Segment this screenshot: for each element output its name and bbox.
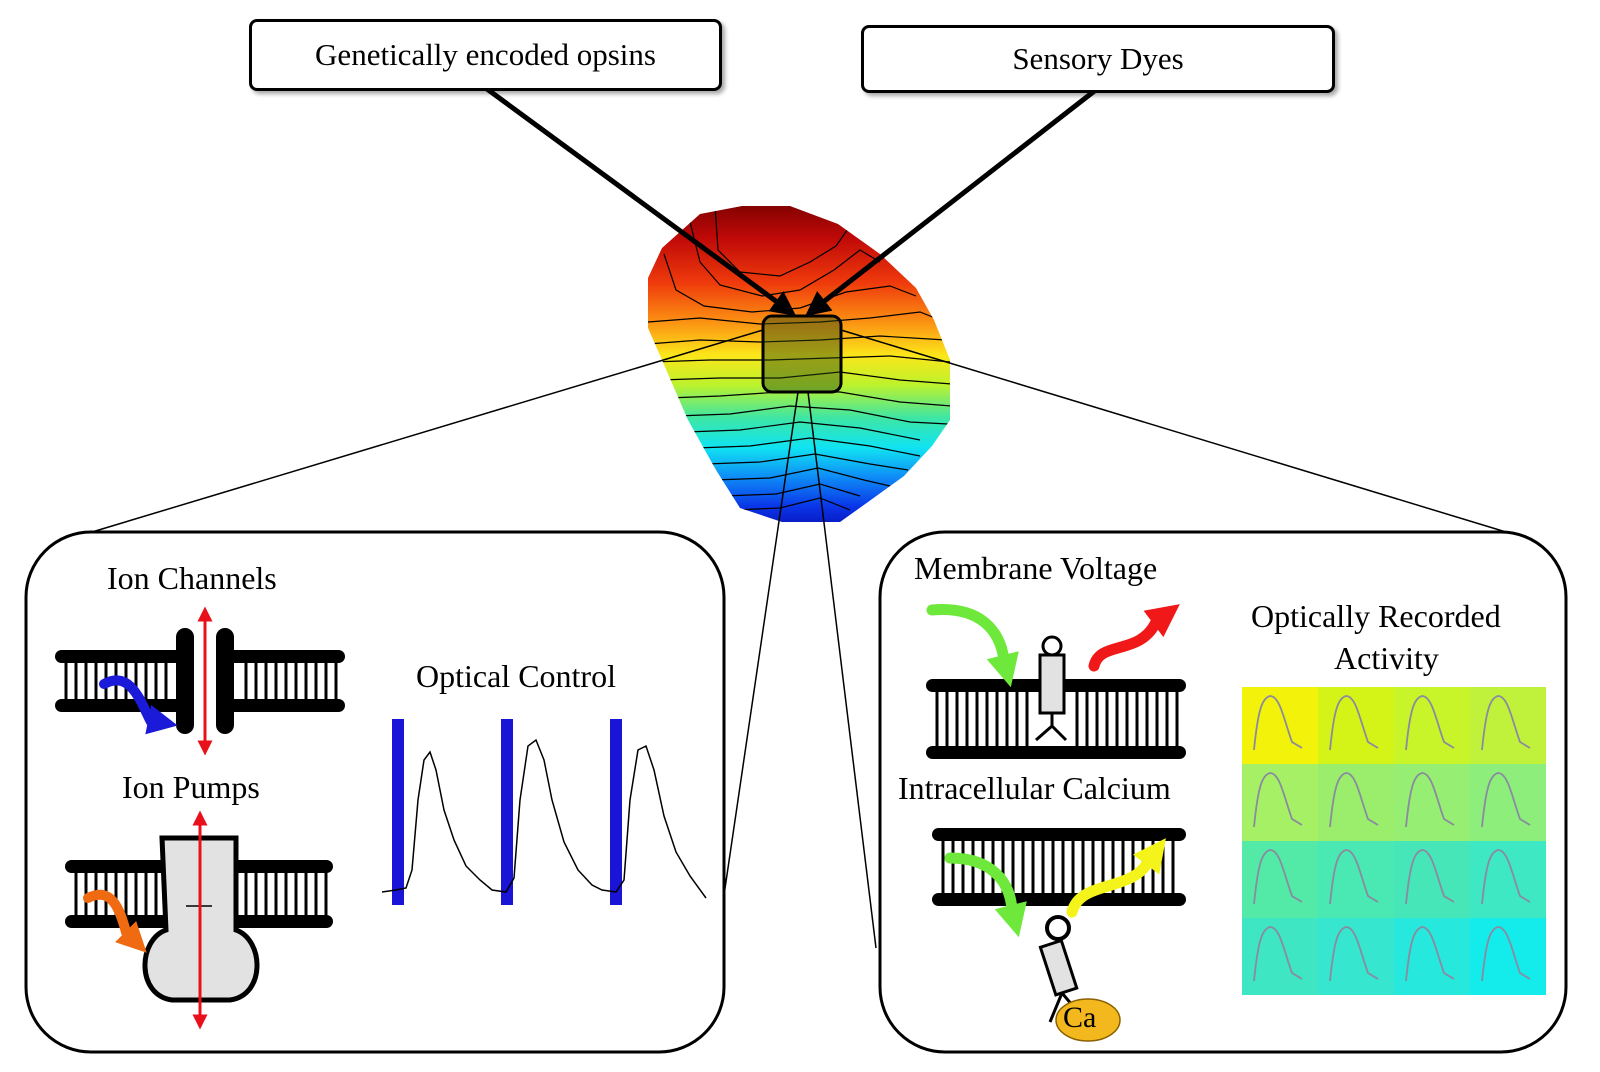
activity-cell [1242, 687, 1318, 764]
blue-curved-arrow [99, 675, 178, 735]
recorded-trace [1329, 926, 1379, 982]
dyes-box: Sensory Dyes [861, 25, 1335, 93]
recorded-trace [1329, 772, 1379, 828]
dyes-pointer [805, 87, 1099, 317]
recorded-trace [1405, 849, 1455, 905]
recorded-trace [1253, 772, 1303, 828]
opsins-pointer [485, 86, 797, 316]
activity-cell [1394, 841, 1470, 918]
activity-cell [1470, 841, 1546, 918]
red-arrow-out-voltage [1088, 604, 1180, 672]
ion-channels-label: Ion Channels [107, 560, 277, 596]
recorded-trace [1405, 695, 1455, 751]
orange-curved-arrow [83, 889, 147, 953]
yellow-arrow-out-calcium [1066, 838, 1166, 918]
light-pulse [501, 719, 513, 905]
activity-cell [1318, 918, 1394, 995]
recorded-trace [1329, 849, 1379, 905]
recorded-trace [1481, 695, 1531, 751]
recorded-trace [1405, 772, 1455, 828]
calcium-ion-label: Ca [1063, 1001, 1097, 1034]
activity-cell [1242, 918, 1318, 995]
green-arrow-in-calcium [944, 852, 1027, 938]
action-potential-trace [381, 738, 707, 899]
optical-control-plot [381, 719, 707, 905]
activity-cell [1394, 687, 1470, 764]
activity-cell [1318, 841, 1394, 918]
recorded-trace [1481, 926, 1531, 982]
activity-cell [1242, 764, 1318, 841]
calcium-ion [1055, 998, 1121, 1042]
activity-cell [1318, 764, 1394, 841]
activity-cell [1394, 918, 1470, 995]
recorded-trace [1481, 849, 1531, 905]
green-arrow-in-voltage [926, 604, 1019, 688]
activity-cell [1470, 764, 1546, 841]
recorded-trace [1253, 926, 1303, 982]
membrane-voltage-label: Membrane Voltage [914, 550, 1158, 586]
recorded-activity-label-line2: Activity [1334, 640, 1439, 676]
activity-cell [1242, 841, 1318, 918]
optical-control-label: Optical Control [416, 658, 616, 694]
recorded-trace [1253, 849, 1303, 905]
opsins-label: Genetically encoded opsins [315, 37, 656, 72]
light-pulse [392, 719, 404, 905]
opsins-box: Genetically encoded opsins [249, 19, 722, 91]
dyes-label: Sensory Dyes [1012, 41, 1184, 76]
zoom-lines [91, 329, 1507, 949]
activity-cell [1394, 764, 1470, 841]
activity-cell [1470, 918, 1546, 995]
intracellular-calcium-label: Intracellular Calcium [898, 770, 1171, 806]
heart-activation-map [648, 206, 950, 522]
activity-cell [1318, 687, 1394, 764]
recorded-activity-label-line1: Optically Recorded [1251, 598, 1501, 634]
light-pulse [610, 719, 622, 905]
activity-cell [1470, 687, 1546, 764]
recorded-trace [1329, 695, 1379, 751]
recorded-trace [1405, 926, 1455, 982]
activity-grid [1242, 687, 1546, 995]
recorded-trace [1481, 772, 1531, 828]
ion-pumps-label: Ion Pumps [122, 769, 260, 805]
recorded-trace [1253, 695, 1303, 751]
